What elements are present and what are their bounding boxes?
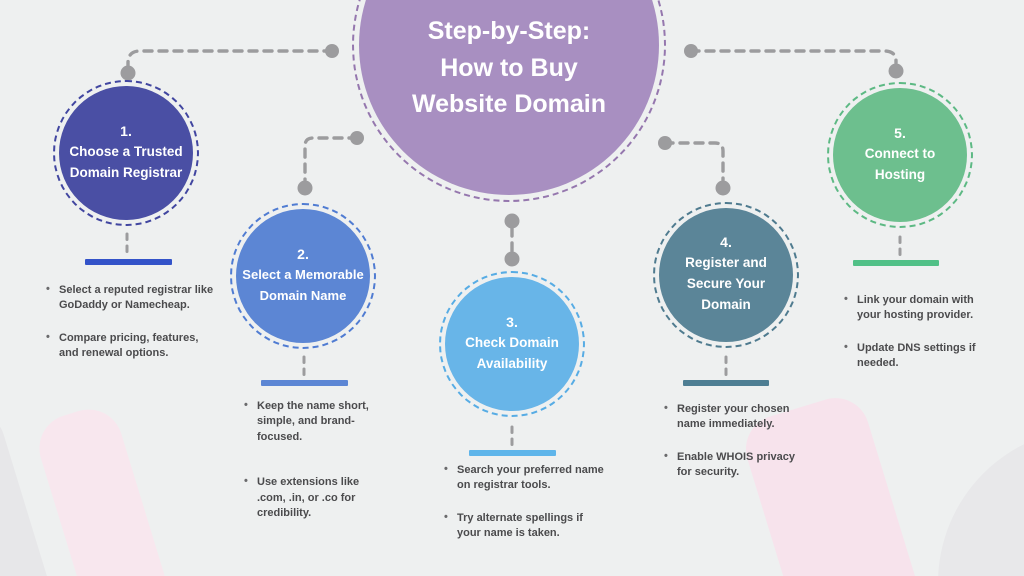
bullet-item: Enable WHOIS privacy for security. (663, 449, 807, 481)
connector-dot (715, 180, 731, 196)
step-1-underline (85, 259, 172, 265)
step-4-title: Register and Secure Your Domain (685, 255, 767, 312)
step-5-label: 5. Connect to Hosting (850, 125, 950, 186)
step-3-bullets: Search your preferred name on registrar … (443, 462, 607, 559)
connector-dot (350, 131, 364, 145)
step-1-title: Choose a Trusted Domain Registrar (69, 143, 183, 180)
bullet-item: Select a reputed registrar like GoDaddy … (45, 282, 215, 314)
connector-dot (297, 180, 313, 196)
main-topic-circle (352, 0, 666, 202)
decorative-gray-blob-right (938, 428, 1024, 576)
connector-dot (888, 63, 904, 79)
connector-dot (325, 44, 339, 58)
step-5-title: Connect to Hosting (864, 145, 936, 182)
bullet-item: Link your domain with your hosting provi… (843, 292, 989, 324)
step-1-bullets: Select a reputed registrar like GoDaddy … (45, 282, 215, 379)
page-title: Step-by-Step: How to Buy Website Domain (352, 13, 666, 123)
page-title-line: Step-by-Step: (427, 17, 591, 45)
step-4-underline (683, 380, 769, 386)
connector-step-4 (663, 141, 725, 182)
decorative-pink-bar-left (30, 401, 238, 576)
step-4-label: 4. Register and Secure Your Domain (673, 234, 779, 316)
bullet-item: Use extensions like .com, .in, or .co fo… (243, 474, 379, 521)
step-2-underline (261, 380, 348, 386)
step-5-number: 5. (894, 124, 906, 141)
step-5-bullets: Link your domain with your hosting provi… (843, 292, 989, 389)
step-4-bullets: Register your chosen name immediately. E… (663, 401, 807, 498)
connector-step-5 (689, 49, 898, 65)
step-3-label: 3. Check Domain Availability (454, 314, 570, 375)
step-2-number: 2. (297, 246, 309, 263)
bullet-item: Compare pricing, features, and renewal o… (45, 330, 215, 362)
step-2-label: 2. Select a Memorable Domain Name (236, 246, 370, 305)
connector-dot (684, 44, 698, 58)
step-4-circle: 4. Register and Secure Your Domain (653, 202, 799, 348)
page-title-line: Website Domain (411, 90, 607, 118)
connector-step-2 (303, 136, 359, 182)
step-3-title: Check Domain Availability (465, 334, 559, 371)
step-2-bullets: Keep the name short, simple, and brand-f… (243, 398, 379, 538)
step-5-circle: 5. Connect to Hosting (827, 82, 973, 228)
bullet-item: Register your chosen name immediately. (663, 401, 807, 433)
connector-dot (658, 136, 672, 150)
step-3-underline (469, 450, 556, 456)
step-1-number: 1. (120, 122, 132, 139)
step-5-underline (853, 260, 939, 266)
step-4-number: 4. (720, 234, 732, 251)
connector-dot (504, 213, 520, 229)
step-2-title: Select a Memorable Domain Name (242, 267, 364, 303)
bullet-item: Keep the name short, simple, and brand-f… (243, 398, 379, 445)
page-title-line: How to Buy (440, 53, 578, 82)
bullet-item: Search your preferred name on registrar … (443, 462, 607, 494)
bullet-item: Update DNS settings if needed. (843, 340, 989, 372)
connector-dot (504, 251, 520, 267)
step-1-circle: 1. Choose a Trusted Domain Registrar (53, 80, 199, 226)
step-3-number: 3. (506, 313, 518, 330)
step-3-circle: 3. Check Domain Availability (439, 271, 585, 417)
connector-dot (120, 65, 136, 81)
step-1-label: 1. Choose a Trusted Domain Registrar (62, 123, 190, 184)
step-2-circle: 2. Select a Memorable Domain Name (230, 203, 376, 349)
connector-step-1 (126, 49, 334, 68)
bullet-item: Try alternate spellings if your name is … (443, 510, 607, 542)
